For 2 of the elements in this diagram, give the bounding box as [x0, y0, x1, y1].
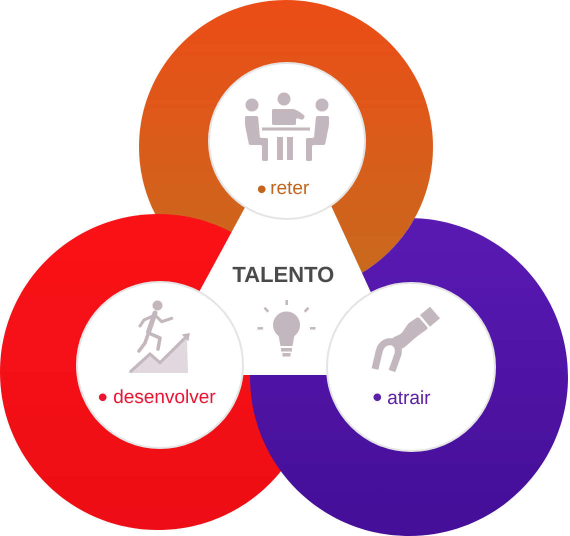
- circle-node: atrair: [326, 282, 496, 452]
- circle-node: desenvolver: [76, 281, 244, 449]
